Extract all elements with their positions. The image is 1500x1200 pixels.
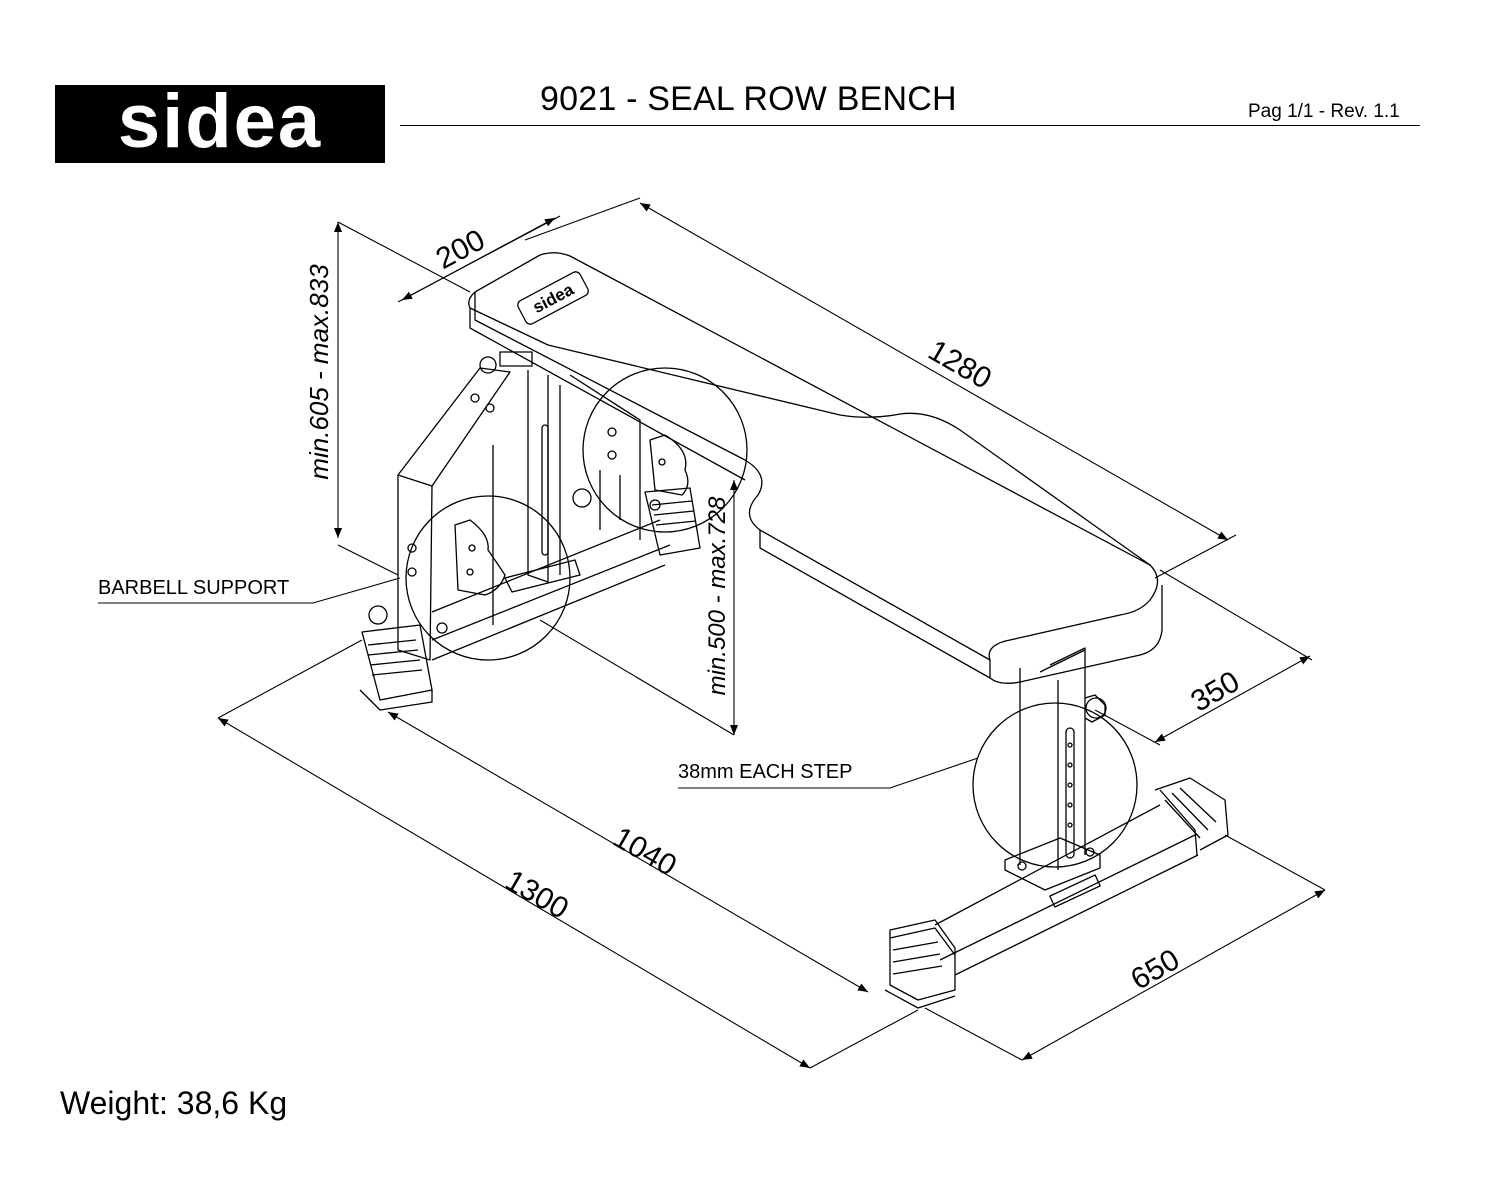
detail-circle-step — [972, 702, 1138, 868]
callout-step: 38mm EACH STEP — [678, 761, 852, 783]
dim-text-1040: 1040 — [608, 821, 682, 883]
rear-upright — [1004, 647, 1107, 891]
callout-barbell-support: BARBELL SUPPORT — [98, 577, 289, 599]
front-frame — [359, 351, 561, 711]
detail-circle-barbell-support — [405, 495, 571, 661]
leader-barbell-support — [98, 577, 401, 604]
sidea-logo: sidea — [55, 85, 385, 163]
dim-text-height-front: min.605 - max.833 — [304, 264, 334, 480]
dim-text-height-rear: min.500 - max.728 — [704, 496, 731, 695]
logo-lettering: sidea — [118, 85, 322, 163]
drawing-title: 9021 - SEAL ROW BENCH — [540, 80, 957, 118]
leader-step — [678, 757, 979, 789]
dim-text-650: 650 — [1125, 943, 1185, 997]
seat-pad: sidea — [468, 252, 1163, 684]
page-revision: Pag 1/1 - Rev. 1.1 — [1248, 101, 1400, 122]
dim-line-1280 — [639, 202, 1229, 541]
dim-ext-350 — [1159, 569, 1313, 661]
dim-text-350: 350 — [1185, 665, 1245, 719]
dim-text-200: 200 — [431, 223, 491, 276]
dim-text-1300: 1300 — [500, 864, 574, 926]
weight-label: Weight: 38,6 Kg — [60, 1085, 288, 1121]
long-beam — [431, 374, 701, 661]
dim-line-1300 — [217, 717, 811, 1069]
seat-logo-lettering: sidea — [530, 280, 578, 317]
dim-line-350 — [1154, 655, 1311, 743]
title-rule — [400, 125, 1420, 126]
dim-line-650 — [1021, 889, 1326, 1061]
